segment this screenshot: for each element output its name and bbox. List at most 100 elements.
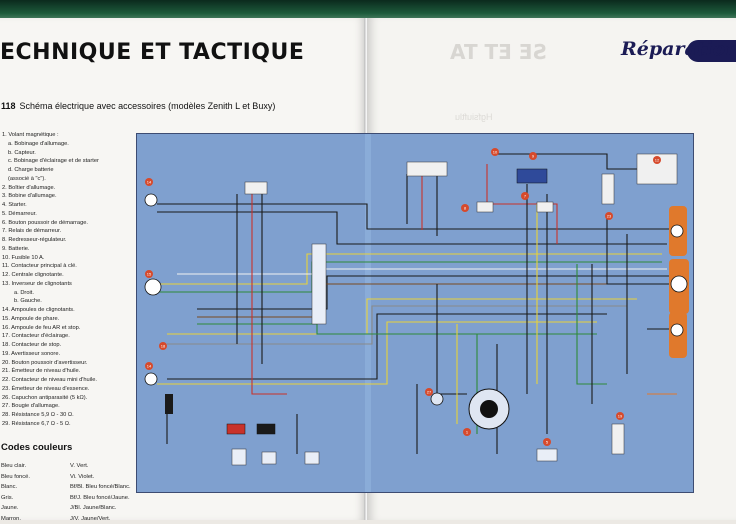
legend-item: 26. Capuchon antiparasité (5 kΩ). bbox=[2, 394, 136, 403]
color-code-item: Blanc. bbox=[1, 482, 66, 493]
legend-item: 12. Centrale clignotante. bbox=[2, 271, 136, 280]
legend-item: 27. Bougie d'allumage. bbox=[2, 402, 136, 411]
legend-item: b. Gauche. bbox=[2, 297, 136, 306]
callouts: 14 15 18 14 10 9 8 7 23 12 27 1 5 19 bbox=[145, 148, 661, 446]
legend-item: 15. Ampoule de phare. bbox=[2, 315, 136, 324]
section-title: ECHNIQUE ET TACTIQUE bbox=[0, 40, 304, 65]
regulator bbox=[537, 202, 553, 212]
legend-item: 21. Émetteur de niveau d'huile. bbox=[2, 367, 136, 376]
wire bbox=[497, 154, 637, 169]
callout-number: 14 bbox=[147, 364, 152, 369]
horn bbox=[612, 424, 624, 454]
legend-item: (associé à "c"). bbox=[2, 175, 136, 184]
callout-number: 10 bbox=[493, 150, 498, 155]
starter-motor bbox=[537, 449, 557, 461]
wire bbox=[197, 284, 657, 317]
brand-text: Réparation bbox=[621, 38, 736, 60]
indicator-bulb-rear-left bbox=[145, 373, 157, 385]
legend-item: 18. Contacteur de stop. bbox=[2, 341, 136, 350]
legend-item: 28. Résistance 5,9 Ω - 30 Ω. bbox=[2, 411, 136, 420]
color-code-item: Bleu clair. bbox=[1, 461, 66, 472]
figure-caption: 118 Schéma électrique avec accessoires (m… bbox=[1, 101, 275, 111]
legend-item: 16. Ampoule de feu AR et stop. bbox=[2, 324, 136, 333]
callout-number: 27 bbox=[427, 390, 432, 395]
main-connector bbox=[312, 244, 326, 324]
switch-block bbox=[262, 452, 276, 464]
indicator-bulb-front-right bbox=[671, 225, 683, 237]
legend-item: 20. Bouton poussoir d'avertisseur. bbox=[2, 359, 136, 368]
legend-item: 1. Volant magnétique : bbox=[2, 131, 136, 140]
legend-item: 17. Contacteur d'éclairage. bbox=[2, 332, 136, 341]
diagram-fold bbox=[365, 134, 371, 492]
red-connector bbox=[227, 424, 245, 434]
legend-item: d. Charge batterie bbox=[2, 166, 136, 175]
legend-item: 2. Boîtier d'allumage. bbox=[2, 184, 136, 193]
legend-item: 29. Résistance 6,7 Ω - 5 Ω. bbox=[2, 420, 136, 429]
color-code-item: Bleu foncé. bbox=[1, 472, 66, 483]
legend-item: 23. Émetteur de niveau d'essence. bbox=[2, 385, 136, 394]
bleed-through-title: SE ET TA bbox=[450, 40, 547, 64]
wire-harness bbox=[157, 154, 677, 454]
wire bbox=[607, 214, 657, 284]
brand-logo: Réparation bbox=[617, 36, 736, 66]
indicator-bulb-front-left bbox=[145, 194, 157, 206]
color-code-item: Bf/J. Bleu foncé/Jaune. bbox=[70, 493, 140, 504]
flasher-unit bbox=[602, 174, 614, 204]
legend-item: a. Bobinage d'allumage. bbox=[2, 140, 136, 149]
wire bbox=[167, 306, 627, 344]
callout-number: 14 bbox=[147, 180, 152, 185]
legend-item: 8. Redresseur-régulateur. bbox=[2, 236, 136, 245]
indicator-bulb-rear-right bbox=[671, 324, 683, 336]
color-code-item: Bf/Bl. Bleu foncé/Blanc. bbox=[70, 482, 140, 493]
component-legend: 1. Volant magnétique :a. Bobinage d'allu… bbox=[2, 131, 136, 429]
headlight-bulb bbox=[145, 279, 161, 295]
wire bbox=[157, 262, 662, 292]
callout-number: 18 bbox=[161, 344, 166, 349]
wire bbox=[437, 284, 467, 394]
color-code-item: Jaune. bbox=[1, 503, 66, 514]
callout-number: 15 bbox=[147, 272, 152, 277]
color-codes-left: Bleu clair.Bleu foncé.Blanc.Gris.Jaune.M… bbox=[1, 461, 66, 524]
starter-relay bbox=[477, 202, 493, 212]
color-code-item: J/Bl. Jaune/Blanc. bbox=[70, 503, 140, 514]
spark-plug-cap bbox=[431, 393, 443, 405]
switch-block bbox=[232, 449, 246, 465]
magneto-flywheel bbox=[431, 389, 509, 429]
wiring-diagram-svg: 14 15 18 14 10 9 8 7 23 12 27 1 5 19 bbox=[137, 134, 693, 492]
legend-item: 5. Démarreur. bbox=[2, 210, 136, 219]
color-codes-right: V. Vert.Vi. Violet.Bf/Bl. Bleu foncé/Bla… bbox=[70, 461, 140, 524]
legend-item: 3. Bobine d'allumage. bbox=[2, 192, 136, 201]
legend-item: 6. Bouton poussoir de démarrage. bbox=[2, 219, 136, 228]
wire bbox=[157, 212, 667, 244]
switch-block bbox=[305, 452, 319, 464]
callout-number: 19 bbox=[618, 414, 623, 419]
color-code-item: V. Vert. bbox=[70, 461, 140, 472]
color-code-item: J/V. Jaune/Vert. bbox=[70, 514, 140, 524]
legend-item: 22. Contacteur de niveau mini d'huile. bbox=[2, 376, 136, 385]
color-code-item: Gris. bbox=[1, 493, 66, 504]
battery-block bbox=[517, 169, 547, 183]
legend-item: 13. Inverseur de clignotants bbox=[2, 280, 136, 289]
legend-item: 11. Contacteur principal à clé. bbox=[2, 262, 136, 271]
wire bbox=[252, 194, 287, 394]
legend-item: 19. Avertisseur sonore. bbox=[2, 350, 136, 359]
figure-caption-text: Schéma électrique avec accessoires (modè… bbox=[20, 101, 276, 111]
color-code-item: Vi. Violet. bbox=[70, 472, 140, 483]
legend-item: 7. Relais de démarreur. bbox=[2, 227, 136, 236]
color-codes-title: Codes couleurs bbox=[1, 442, 72, 453]
callout-number: 12 bbox=[655, 158, 660, 163]
legend-item: a. Droit. bbox=[2, 289, 136, 298]
flywheel-rotor bbox=[480, 400, 498, 418]
ignition-box bbox=[245, 182, 267, 194]
figure-number: 118 bbox=[1, 101, 16, 111]
legend-item: 10. Fusible 10 A. bbox=[2, 254, 136, 263]
wiring-diagram: 14 15 18 14 10 9 8 7 23 12 27 1 5 19 bbox=[136, 133, 694, 493]
color-code-item: Marron. bbox=[1, 514, 66, 524]
legend-item: c. Bobinage d'éclairage et de starter bbox=[2, 157, 136, 166]
black-connector bbox=[257, 424, 275, 434]
legend-item: b. Capteur. bbox=[2, 149, 136, 158]
bleed-through-text: Hgfsiuftlu bbox=[455, 112, 493, 122]
legend-item: 4. Starter. bbox=[2, 201, 136, 210]
tail-bulb bbox=[671, 276, 687, 292]
legend-item: 14. Ampoules de clignotants. bbox=[2, 306, 136, 315]
